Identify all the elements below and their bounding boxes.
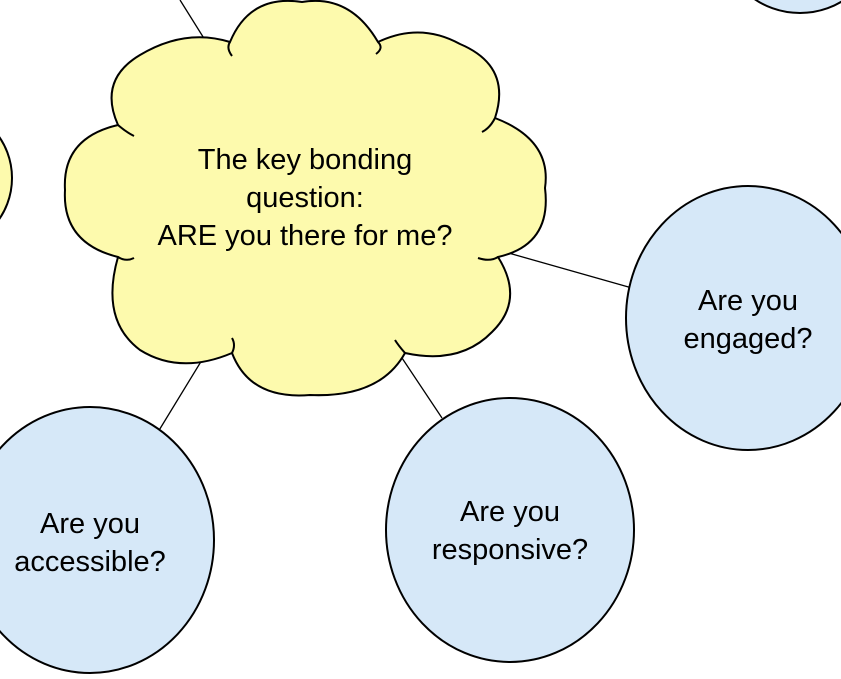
node-accessible-text: Are you accessible? (0, 505, 210, 581)
node-accessible-circle (0, 406, 215, 674)
central-question-line-1: The key bonding (197, 144, 413, 176)
connector-accessible (157, 354, 206, 433)
node-accessible-line-2: accessible? (14, 546, 166, 578)
connector-top-left (179, 0, 206, 41)
node-responsive-circle (385, 397, 635, 663)
node-engaged-text: Are you engaged? (628, 282, 841, 358)
connector-engaged (504, 251, 633, 289)
central-cloud-shape (63, 0, 547, 397)
node-engaged-line-2: engaged? (683, 323, 813, 355)
node-engaged-circle (625, 185, 841, 451)
cloud-scallop-details (117, 41, 499, 354)
node-engaged-line-1: Are you (698, 285, 798, 317)
node-responsive-line-2: responsive? (431, 534, 589, 566)
partial-node-top-right (754, 0, 841, 14)
node-responsive-text: Are you responsive? (390, 493, 630, 569)
node-responsive-line-1: Are you (460, 496, 560, 528)
central-question-line-3: ARE you there for me? (157, 220, 453, 252)
partial-node-left (0, 136, 13, 220)
connector-responsive (399, 354, 443, 419)
central-question-line-2: question: (246, 182, 364, 214)
node-accessible-line-1: Are you (40, 508, 140, 540)
central-question-text: The key bonding question: ARE you there … (105, 141, 505, 255)
